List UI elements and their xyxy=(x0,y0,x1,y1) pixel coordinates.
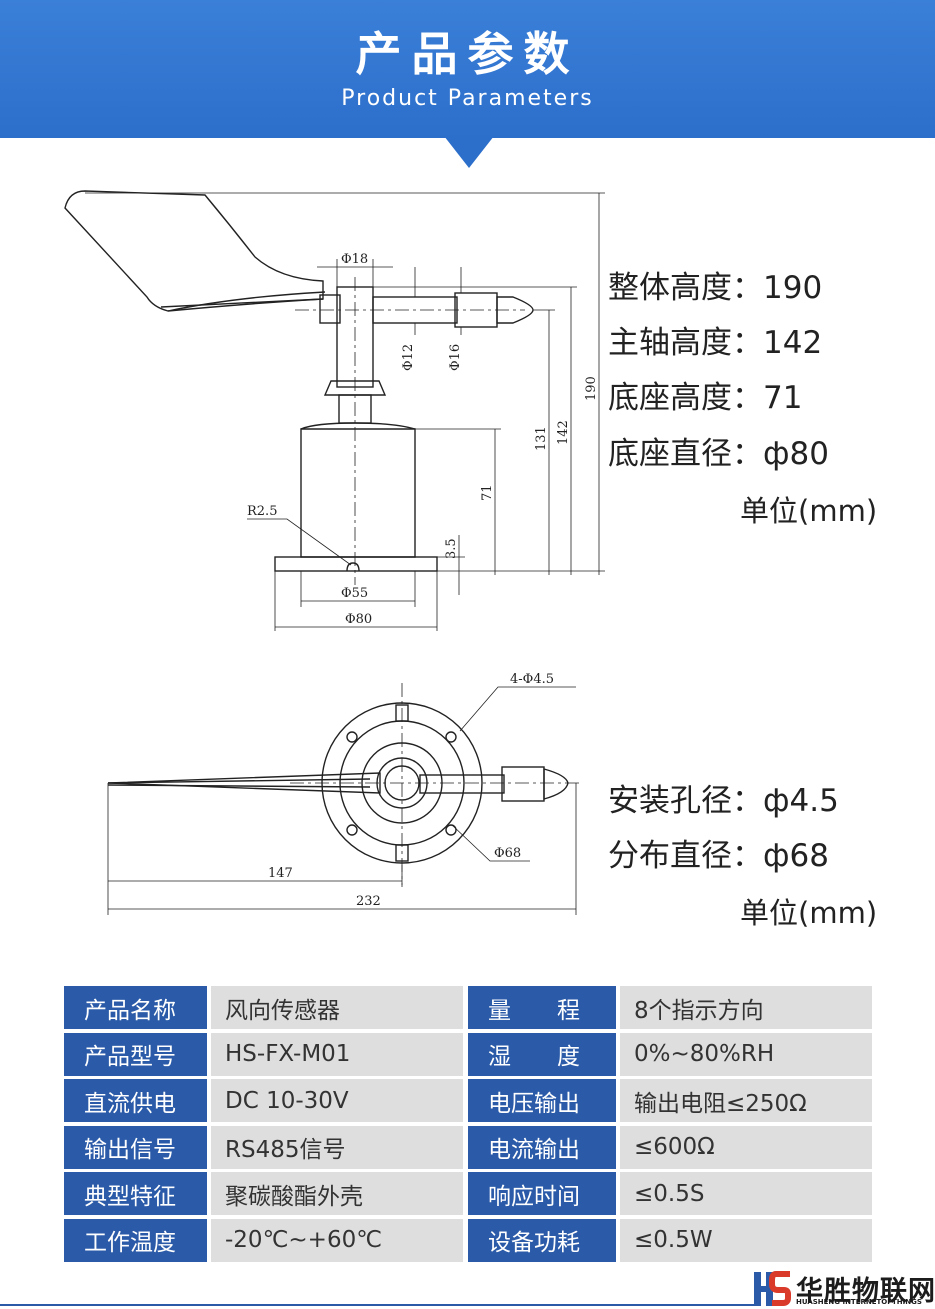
dim-d12: Φ12 xyxy=(401,344,416,371)
spec-base-diameter: 底座直径：ф80 xyxy=(608,428,829,473)
table-label: 响应时间 xyxy=(468,1172,616,1215)
dim-h190: 190 xyxy=(584,376,599,401)
spec-value: ф68 xyxy=(763,838,829,874)
spec-value: 71 xyxy=(763,380,803,416)
spec-unit-side: 单位(mm) xyxy=(740,494,878,528)
dim-h131: 131 xyxy=(534,426,549,451)
table-row: 产品型号 HS-FX-M01 湿 度 0%~80%RH xyxy=(64,1032,872,1076)
table-value: RS485信号 xyxy=(211,1125,463,1169)
footer-rule xyxy=(0,1304,760,1306)
spec-value: ф80 xyxy=(763,436,829,472)
spec-value: 142 xyxy=(763,325,823,361)
spec-value: 190 xyxy=(763,270,823,306)
table-label: 量 程 xyxy=(468,986,616,1029)
table-value: 风向传感器 xyxy=(211,986,463,1029)
table-value: HS-FX-M01 xyxy=(211,1032,463,1076)
logo-name-en: HUASHENG INTERNETOFTHINGS xyxy=(796,1298,922,1306)
spec-base-height: 底座高度：71 xyxy=(608,372,802,417)
spec-distribution-diameter: 分布直径：ф68 xyxy=(608,830,829,875)
spec-label: 底座直径： xyxy=(608,436,763,472)
table-label: 电压输出 xyxy=(468,1079,616,1122)
dim-h142: 142 xyxy=(556,420,571,445)
table-value: ≤0.5S xyxy=(620,1172,872,1215)
spec-shaft-height: 主轴高度：142 xyxy=(608,317,822,362)
table-value: DC 10-30V xyxy=(211,1079,463,1122)
table-label: 直流供电 xyxy=(64,1079,207,1122)
dim-d18: Φ18 xyxy=(341,252,368,267)
table-label: 输出信号 xyxy=(64,1125,207,1169)
table-label: 产品型号 xyxy=(64,1032,207,1076)
page-subtitle: Product Parameters xyxy=(341,86,594,111)
dim-h71: 71 xyxy=(480,484,495,501)
dim-d55: Φ55 xyxy=(341,586,368,601)
spec-label: 整体高度： xyxy=(608,270,763,306)
table-value: -20℃~+60℃ xyxy=(211,1218,463,1262)
table-row: 产品名称 风向传感器 量 程 8个指示方向 xyxy=(64,986,872,1029)
table-row: 典型特征 聚碳酸酯外壳 响应时间 ≤0.5S xyxy=(64,1172,872,1215)
parameter-table: 产品名称 风向传感器 量 程 8个指示方向 产品型号 HS-FX-M01 湿 度… xyxy=(64,986,872,1265)
header-banner xyxy=(0,0,935,138)
dim-d80: Φ80 xyxy=(345,612,372,627)
header-notch xyxy=(444,136,494,168)
table-row: 工作温度 -20℃~+60℃ 设备功耗 ≤0.5W xyxy=(64,1218,872,1262)
spec-value: ф4.5 xyxy=(763,783,839,819)
spec-label: 主轴高度： xyxy=(608,325,763,361)
table-label: 工作温度 xyxy=(64,1218,207,1262)
table-label: 产品名称 xyxy=(64,986,207,1029)
spec-hole-diameter: 安装孔径：ф4.5 xyxy=(608,775,839,820)
table-value: ≤600Ω xyxy=(620,1125,872,1169)
table-label: 设备功耗 xyxy=(468,1218,616,1262)
dim-l147: 147 xyxy=(268,866,293,881)
dim-h35: 3.5 xyxy=(444,538,459,559)
brand-logo: 华胜物联网 HUASHENG INTERNETOFTHINGS xyxy=(752,1268,935,1309)
table-label: 典型特征 xyxy=(64,1172,207,1215)
spec-label: 分布直径： xyxy=(608,838,763,874)
logo-mark-icon xyxy=(754,1271,791,1306)
spec-label: 底座高度： xyxy=(608,380,763,416)
dim-holes: 4-Φ4.5 xyxy=(510,672,554,687)
page-title: 产品参数 xyxy=(355,27,580,81)
table-value: 8个指示方向 xyxy=(620,986,872,1029)
table-value: 聚碳酸酯外壳 xyxy=(211,1172,463,1215)
side-view-drawing: Φ18 Φ12 Φ16 71 131 142 190 3.5 R2.5 Φ55 … xyxy=(64,190,605,631)
table-value: 0%~80%RH xyxy=(620,1032,872,1076)
logo-name-cn: 华胜物联网 xyxy=(796,1276,935,1307)
dim-l232: 232 xyxy=(356,894,381,909)
dim-d16: Φ16 xyxy=(448,344,463,371)
table-row: 直流供电 DC 10-30V 电压输出 输出电阻≤250Ω xyxy=(64,1079,872,1122)
top-view-drawing: 4-Φ4.5 Φ68 147 232 xyxy=(107,672,580,915)
spec-overall-height: 整体高度：190 xyxy=(608,262,822,307)
table-row: 输出信号 RS485信号 电流输出 ≤600Ω xyxy=(64,1125,872,1169)
table-value: 输出电阻≤250Ω xyxy=(620,1079,872,1122)
table-label: 电流输出 xyxy=(468,1125,616,1169)
spec-unit-top: 单位(mm) xyxy=(740,896,878,930)
spec-label: 安装孔径： xyxy=(608,783,763,819)
dim-d68: Φ68 xyxy=(494,846,521,861)
dim-r25: R2.5 xyxy=(247,504,277,519)
table-label: 湿 度 xyxy=(468,1032,616,1076)
table-value: ≤0.5W xyxy=(620,1218,872,1262)
